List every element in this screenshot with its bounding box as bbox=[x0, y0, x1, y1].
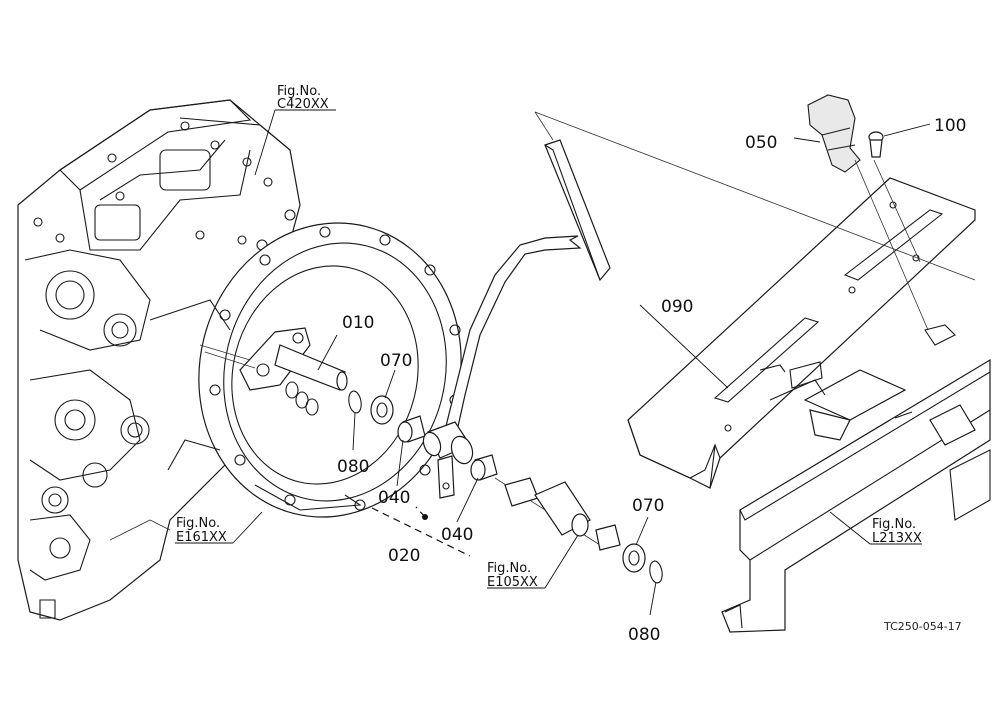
washer-070-right bbox=[622, 543, 646, 573]
fig-ref-prefix-e161: Fig.No. bbox=[176, 516, 220, 531]
fig-ref-code-e105: E105XX bbox=[487, 575, 538, 590]
fig-ref-code-e161: E161XX bbox=[176, 530, 227, 545]
part-label-080-right: 080 bbox=[628, 625, 660, 645]
part-label-100: 100 bbox=[934, 116, 966, 136]
part-label-020: 020 bbox=[388, 546, 420, 566]
fig-ref-code-l213: L213XX bbox=[872, 531, 922, 546]
shaft-010 bbox=[199, 327, 348, 391]
transmission-housing bbox=[17, 99, 301, 621]
fig-ref-prefix-e105: Fig.No. bbox=[487, 561, 531, 576]
bolt-100 bbox=[868, 131, 884, 158]
fig-ref-prefix-l213: Fig.No. bbox=[872, 517, 916, 532]
part-label-070-right: 070 bbox=[632, 496, 664, 516]
part-label-040-left: 040 bbox=[378, 488, 410, 508]
washer-070-left bbox=[370, 395, 394, 425]
snap-ring-080-right bbox=[649, 560, 663, 584]
leader-lines bbox=[175, 109, 931, 616]
part-label-050: 050 bbox=[745, 133, 777, 153]
fig-ref-prefix-c420: Fig.No. bbox=[277, 84, 321, 99]
pedal-arm-020 bbox=[422, 139, 611, 520]
part-label-080-left: 080 bbox=[337, 457, 369, 477]
frame-bracket bbox=[721, 358, 991, 633]
part-label-070-left: 070 bbox=[380, 351, 412, 371]
drawing-reference-code: TC250-054-17 bbox=[883, 620, 962, 633]
fig-ref-code-c420: C420XX bbox=[277, 97, 329, 112]
shaft-fasteners bbox=[285, 381, 319, 416]
bushing-040-right bbox=[470, 454, 498, 481]
bushing-040-left bbox=[397, 415, 426, 443]
part-label-090: 090 bbox=[661, 297, 693, 317]
snap-ring-080-left bbox=[348, 390, 362, 414]
knob-050 bbox=[807, 94, 861, 173]
alignment-lines bbox=[534, 111, 976, 331]
part-label-040-right: 040 bbox=[441, 525, 473, 545]
cover-plate-090 bbox=[627, 177, 976, 489]
linkage-rod-assembly bbox=[494, 477, 621, 551]
part-label-010: 010 bbox=[342, 313, 374, 333]
